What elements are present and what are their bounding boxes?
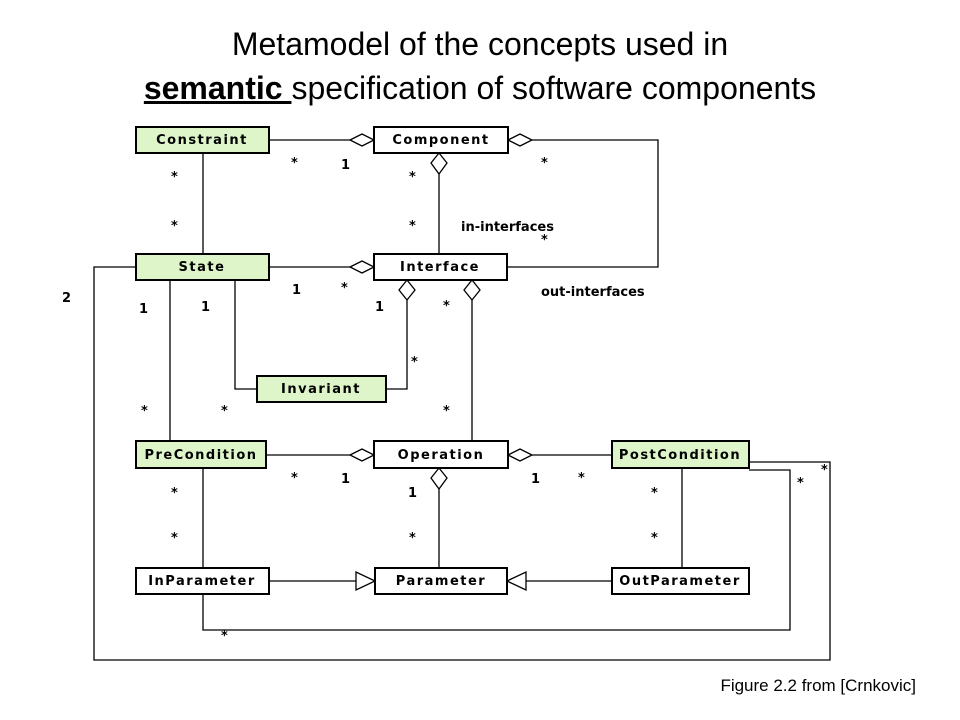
aggregation-diamond-component-bottom <box>430 151 448 176</box>
edge-state-invariant <box>234 280 257 390</box>
mult-constraint-component-one: 1 <box>341 158 350 173</box>
mult-postcondition-right-many-1: * <box>821 463 828 478</box>
edge-state-postcondition-loop <box>93 266 831 661</box>
class-interface-label: Interface <box>400 260 480 275</box>
class-parameter: Parameter <box>374 567 508 595</box>
class-invariant-box <box>256 375 387 403</box>
mult-outparameter-top-many: * <box>651 531 658 546</box>
class-parameter-label: Parameter <box>396 574 486 589</box>
class-state-box <box>135 253 270 281</box>
mult-component-bottom-many: * <box>409 170 416 185</box>
class-constraint-box <box>135 126 270 154</box>
mult-state-interface-many: * <box>341 281 348 296</box>
mult-postcondition-right-many-2: * <box>797 476 804 491</box>
mult-out-interfaces-many: * <box>541 233 548 248</box>
aggregation-diamond-operation-right <box>506 448 534 462</box>
class-precondition-box <box>135 440 267 469</box>
mult-precondition-top-many: * <box>141 404 148 419</box>
mult-postcondition-bottom-many: * <box>651 486 658 501</box>
mult-precondition-operation-one: 1 <box>341 472 350 487</box>
class-operation: Operation <box>373 440 509 469</box>
aggregation-diamond-interface-bottom-left <box>398 278 416 302</box>
class-inparameter-label: InParameter <box>148 574 256 589</box>
class-invariant-label: Invariant <box>281 382 361 397</box>
class-outparameter-label: OutParameter <box>619 574 740 589</box>
mult-precondition-operation-many: * <box>291 471 298 486</box>
edge-out-interfaces <box>507 139 659 268</box>
mult-outer-two: 2 <box>62 291 71 306</box>
mult-operation-parameter-one: 1 <box>408 486 417 501</box>
mult-constraint-component-many: * <box>291 156 298 171</box>
label-out-interfaces: out-interfaces <box>541 285 645 300</box>
aggregation-diamond-interface-left <box>348 260 376 274</box>
mult-state-invariant-one: 1 <box>201 300 210 315</box>
aggregation-diamond-component-left <box>348 133 376 147</box>
mult-invariant-left-many: * <box>221 404 228 419</box>
aggregation-diamond-component-right <box>506 133 534 147</box>
title-emphasis: semantic <box>143 70 292 106</box>
mult-constraint-top-many: * <box>171 170 178 185</box>
class-component-label: Component <box>392 133 489 148</box>
mult-state-precondition-one: 1 <box>139 302 148 317</box>
class-inparameter: InParameter <box>135 567 270 595</box>
mult-state-interface-one: 1 <box>292 283 301 298</box>
generalization-triangle-right <box>505 570 527 592</box>
class-postcondition-label: PostCondition <box>619 448 741 463</box>
mult-inparameter-top-many: * <box>171 531 178 546</box>
class-precondition: PreCondition <box>135 440 267 469</box>
label-in-interfaces: in-interfaces <box>461 220 554 235</box>
mult-invariant-many: * <box>411 355 418 370</box>
slide-title-line-2: semantic specification of software compo… <box>0 68 960 108</box>
class-state-label: State <box>179 260 226 275</box>
slide-title-line-1: Metamodel of the concepts used in <box>231 26 729 62</box>
aggregation-diamond-operation-left <box>348 448 376 462</box>
class-inparameter-box <box>135 567 270 595</box>
mult-constraint-bottom-many: * <box>171 219 178 234</box>
mult-precondition-bottom-many: * <box>171 486 178 501</box>
figure-caption: Figure 2.2 from [Crnkovic] <box>720 676 916 695</box>
mult-interface-invariant-one: 1 <box>375 300 384 315</box>
class-postcondition: PostCondition <box>611 440 750 469</box>
class-component: Component <box>373 126 509 154</box>
class-interface: Interface <box>373 253 508 281</box>
mult-interface-operation-many: * <box>443 299 450 314</box>
aggregation-diamond-interface-bottom-right <box>463 278 481 302</box>
class-operation-label: Operation <box>398 448 485 463</box>
title-rest: specification of software components <box>291 70 817 106</box>
class-precondition-label: PreCondition <box>144 448 257 463</box>
class-operation-box <box>373 440 509 469</box>
class-component-box <box>373 126 509 154</box>
mult-operation-postcondition-one: 1 <box>531 472 540 487</box>
mult-inparameter-bottom-many: * <box>221 629 228 644</box>
mult-parameter-top-many: * <box>409 531 416 546</box>
edge-inparameter-postcondition-loop <box>202 469 791 631</box>
mult-component-right-many: * <box>541 156 548 171</box>
class-invariant: Invariant <box>256 375 387 403</box>
class-constraint: Constraint <box>135 126 270 154</box>
mult-interface-top-many: * <box>409 219 416 234</box>
generalization-triangle-left <box>355 570 377 592</box>
class-constraint-label: Constraint <box>156 133 248 148</box>
class-outparameter: OutParameter <box>611 567 750 595</box>
mult-operation-top-many: * <box>443 404 450 419</box>
edge-interface-invariant <box>386 300 408 390</box>
class-interface-box <box>373 253 508 281</box>
class-outparameter-box <box>611 567 750 595</box>
mult-operation-postcondition-many: * <box>578 471 585 486</box>
aggregation-diamond-operation-bottom <box>430 466 448 491</box>
class-parameter-box <box>374 567 508 595</box>
class-state: State <box>135 253 270 281</box>
class-postcondition-box <box>611 440 750 469</box>
